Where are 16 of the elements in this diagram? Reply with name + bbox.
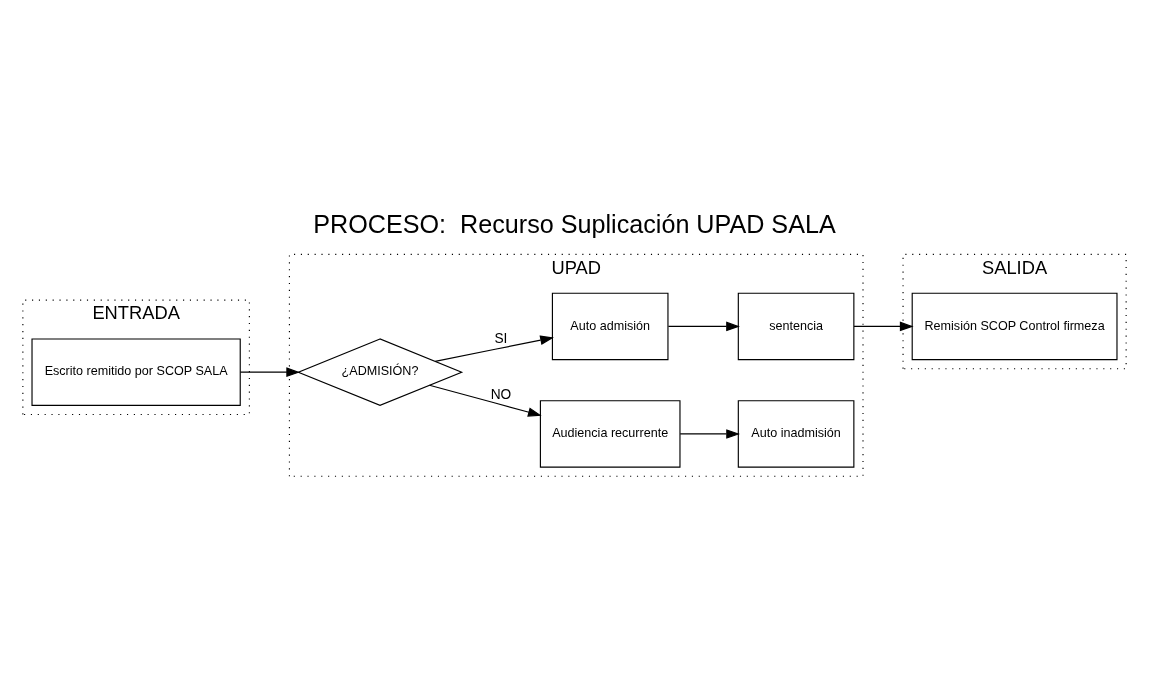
node-box: Auto inadmisión [737,399,855,468]
node-box: Auto admisión [551,292,669,360]
arrow [679,428,740,439]
node-box: Escrito remitido por SCOP SALA [31,337,241,406]
node-box: Remisión SCOP Control firmeza [911,292,1118,360]
node-box: sentencia [737,292,855,360]
node-box: Audiencia recurrente [539,399,681,468]
edge-label: NO [490,386,512,402]
arrow [428,384,542,417]
arrow [853,321,914,331]
arrow [667,321,740,331]
node-diamond: ¿ADMISIÓN? [296,337,464,406]
diagram-title: PROCESO: Recurso Suplicación UPAD SALA [313,209,836,238]
arrow [434,334,554,362]
edge-label: SI [494,330,508,346]
arrow [239,366,301,377]
